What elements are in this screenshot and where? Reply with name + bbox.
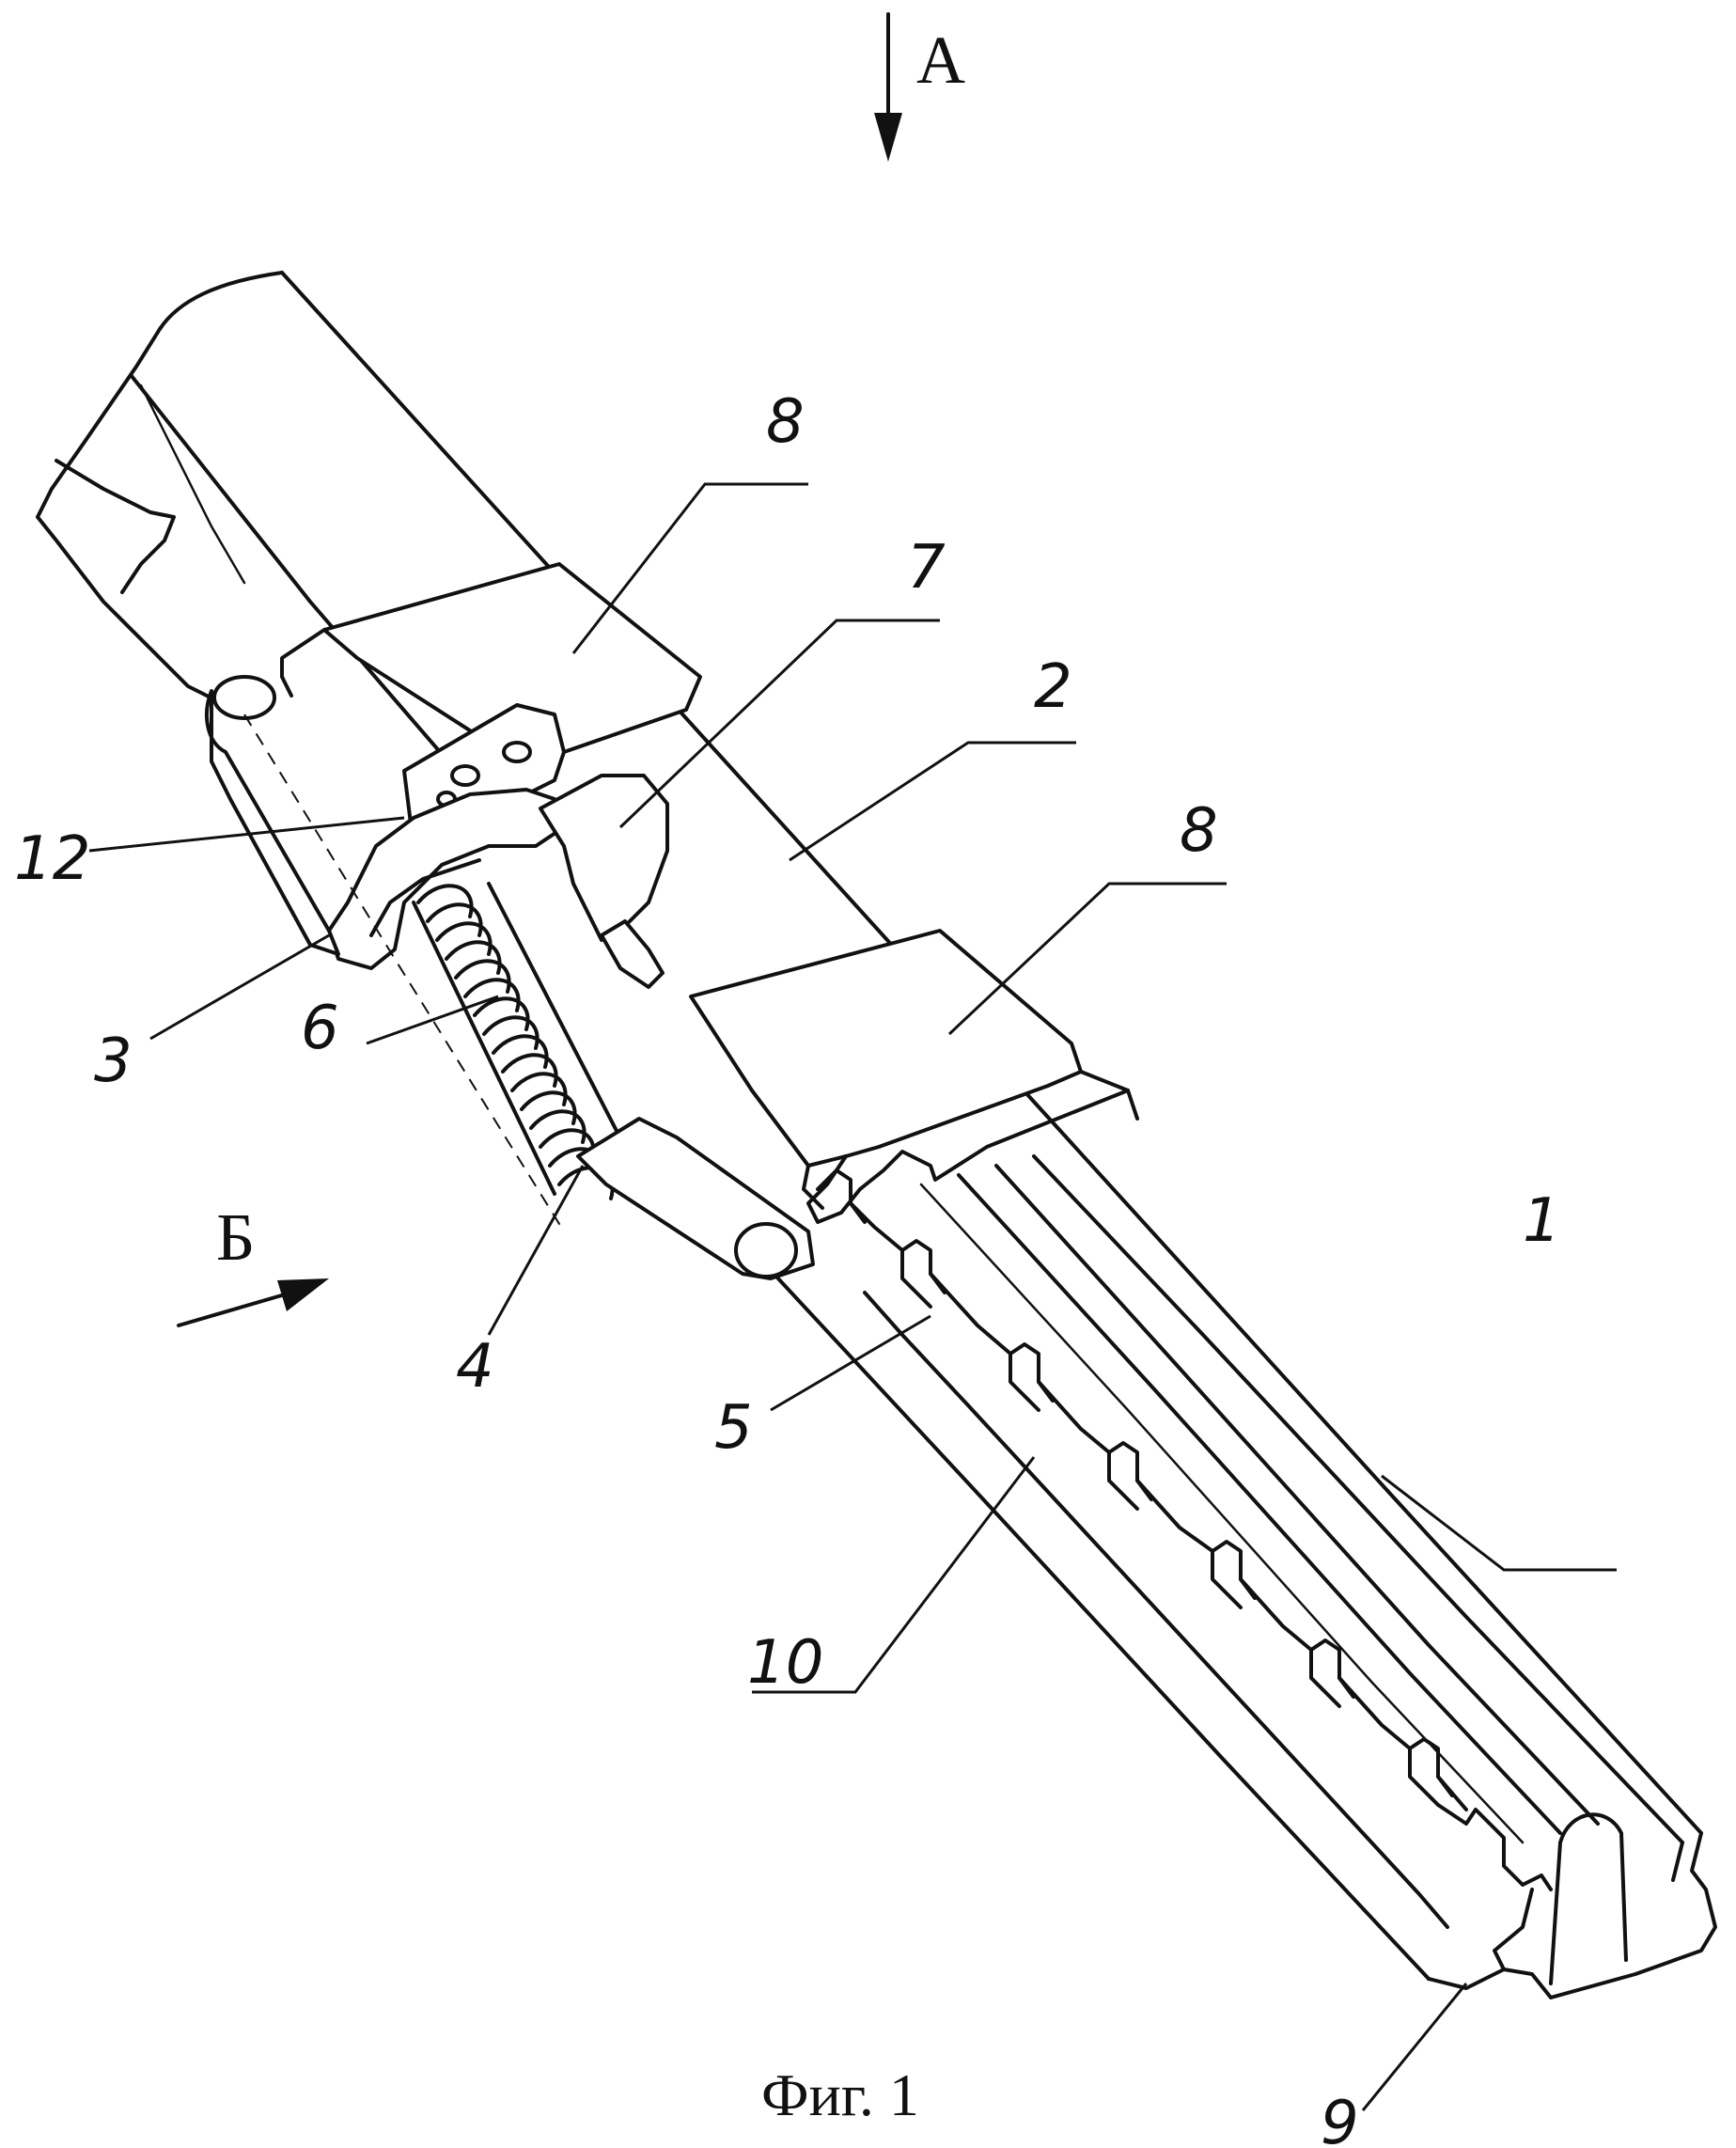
- pin-end: [736, 1224, 796, 1277]
- callout-1: 1: [1523, 1186, 1561, 1256]
- callout-8-upper: 8: [766, 387, 805, 457]
- leader-lines: [89, 484, 1617, 2110]
- hole-icon: [504, 743, 530, 761]
- callout-10: 10: [747, 1628, 823, 1698]
- bracket-8-lower: [691, 931, 1137, 1222]
- hole-icon: [452, 766, 478, 785]
- callout-9: 9: [1321, 2089, 1359, 2148]
- callout-3: 3: [94, 1027, 133, 1096]
- callout-8-lower: 8: [1180, 796, 1218, 866]
- callout-7: 7: [907, 533, 946, 603]
- callout-4: 4: [456, 1332, 494, 1402]
- callout-2: 2: [1034, 652, 1072, 722]
- arrowhead-a: [874, 113, 902, 162]
- callout-6: 6: [301, 994, 339, 1063]
- hinge-plate-12: [329, 705, 564, 968]
- view-arrow-a: А: [874, 14, 965, 162]
- arrowhead-b: [277, 1278, 329, 1311]
- view-label-a: А: [916, 23, 965, 98]
- figure-caption: Фиг. 1: [761, 2062, 919, 2128]
- view-arrow-b: Б: [179, 1199, 329, 1325]
- callout-5: 5: [714, 1393, 753, 1463]
- pin-head: [214, 677, 274, 718]
- callout-12: 12: [14, 824, 90, 894]
- view-label-b: Б: [216, 1199, 255, 1275]
